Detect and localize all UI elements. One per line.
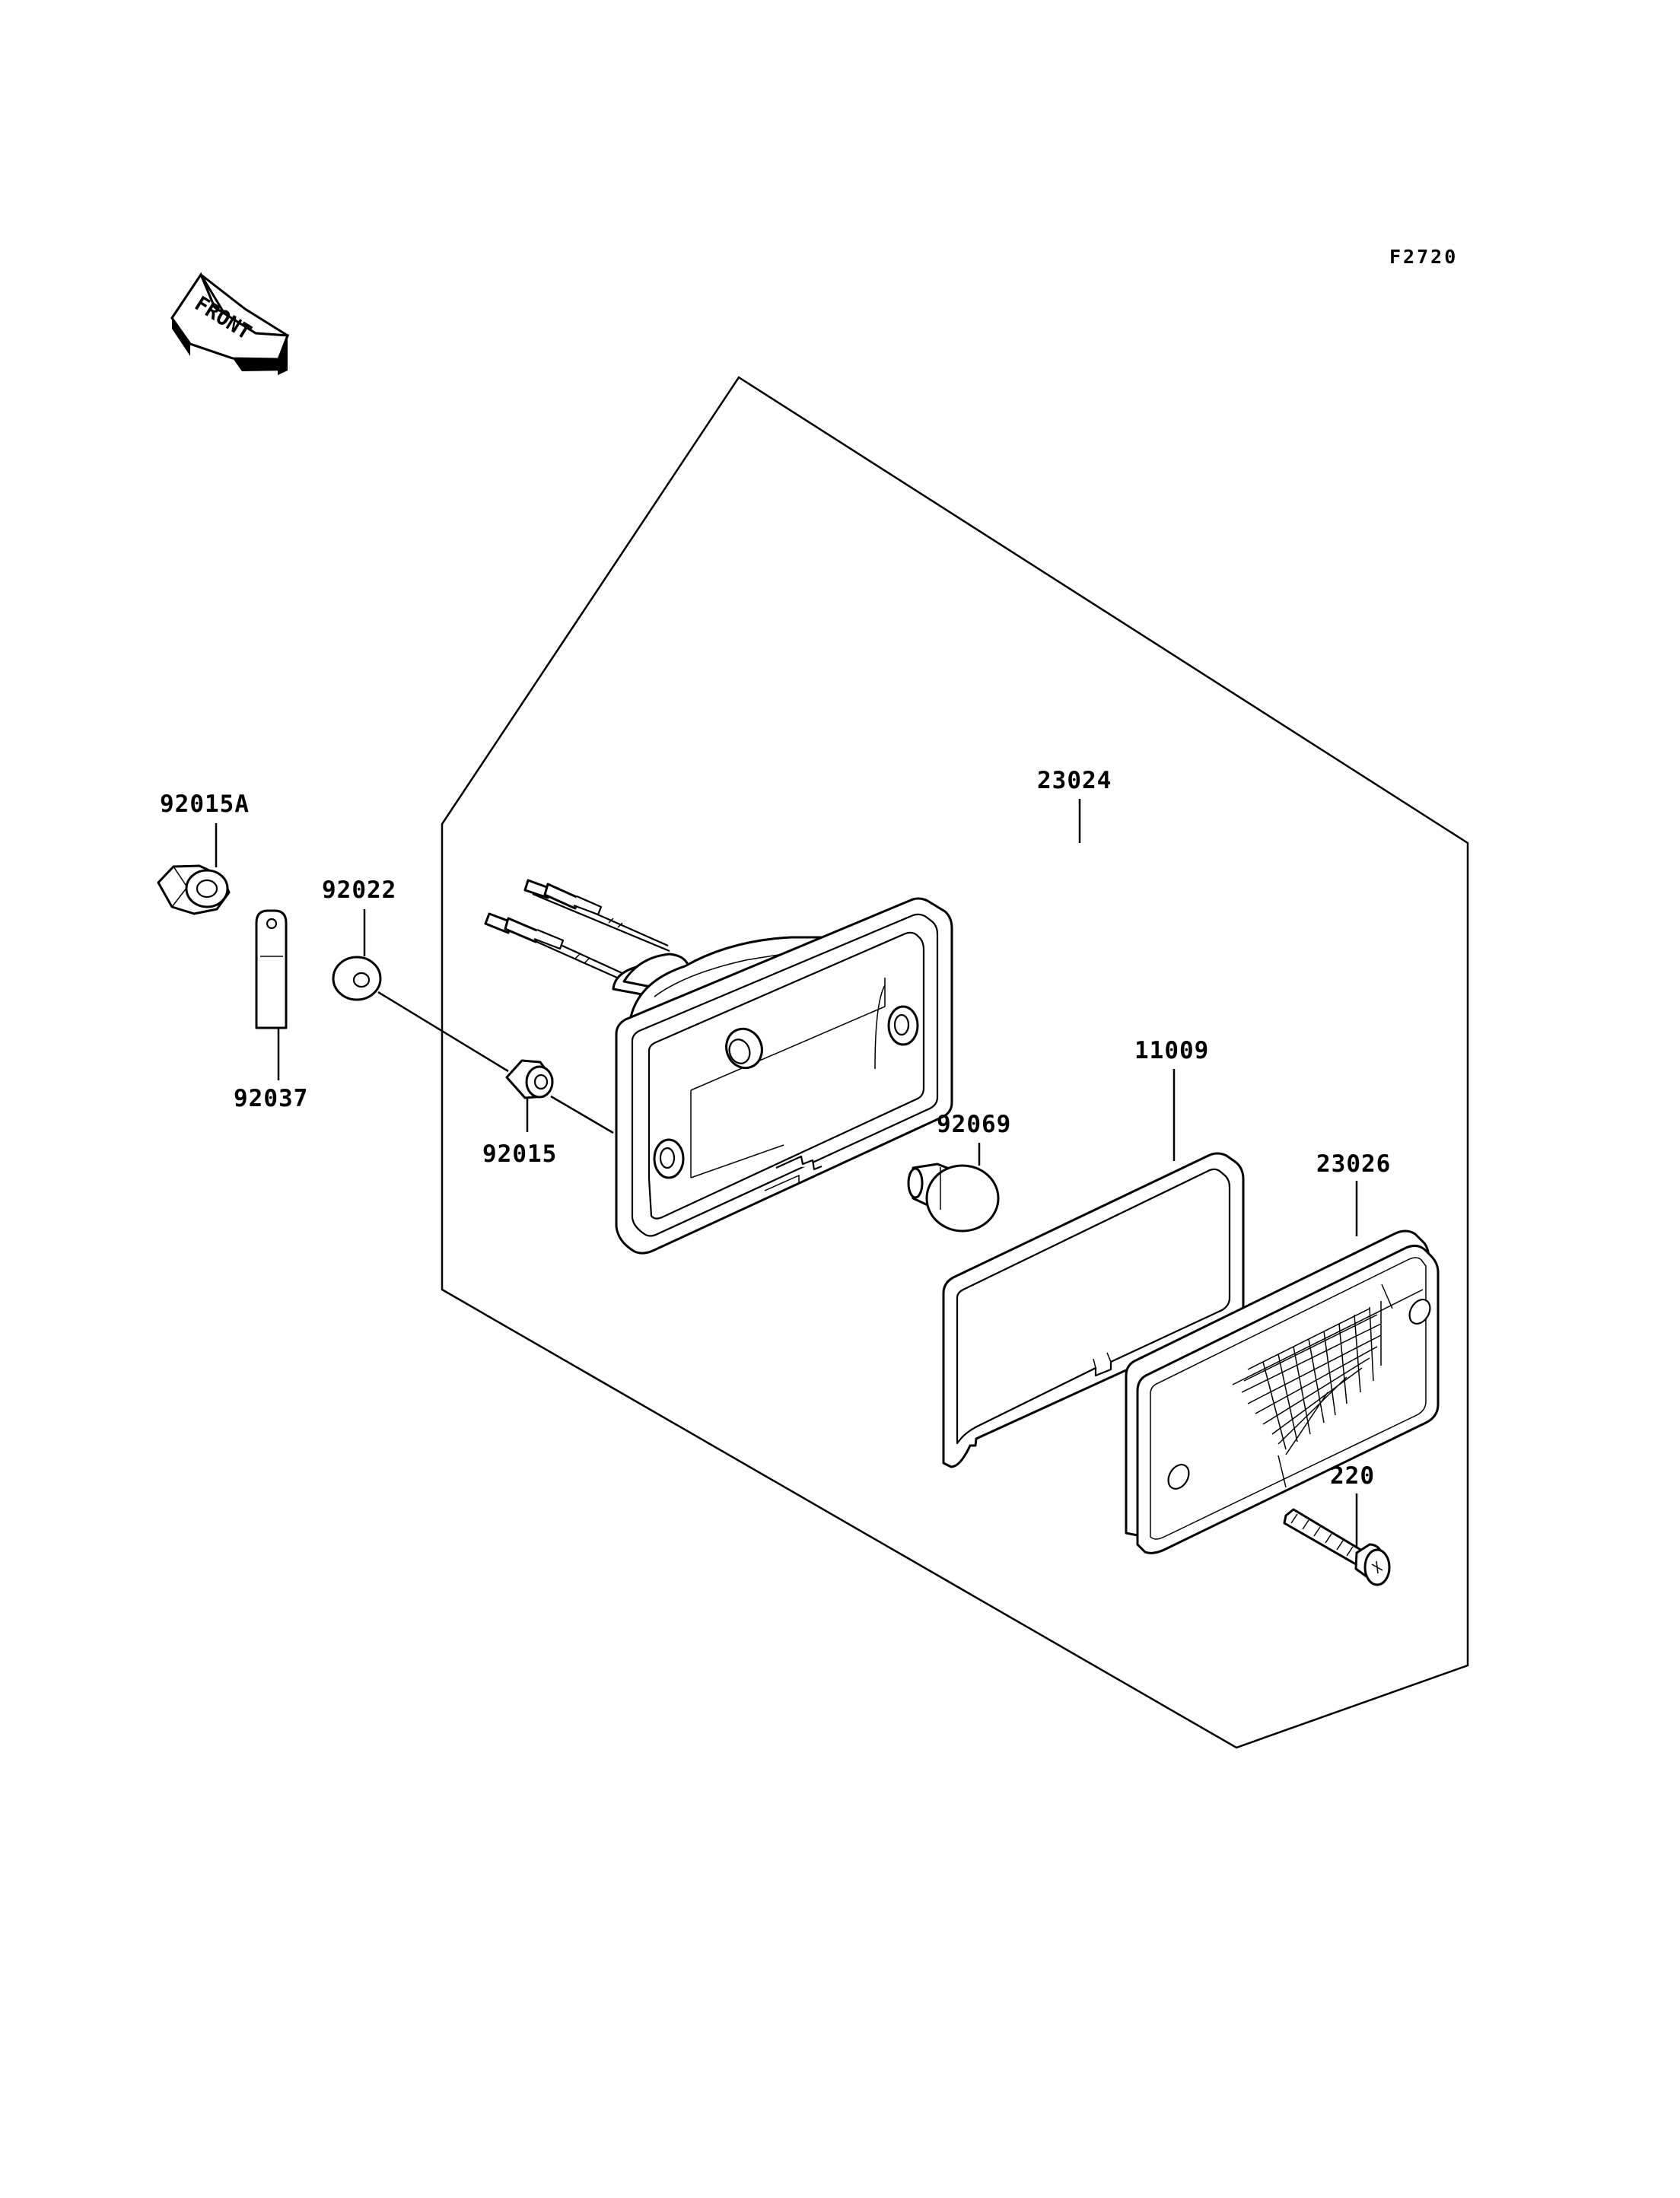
assembly-box-23024 <box>441 376 1469 1749</box>
part-92069-bulb <box>907 1163 1000 1233</box>
label-92015A: 92015A <box>160 790 250 818</box>
label-92022: 92022 <box>322 876 396 904</box>
label-23024: 23024 <box>1037 767 1112 794</box>
part-11009-gasket <box>942 1152 1245 1468</box>
label-23026: 23026 <box>1316 1150 1391 1178</box>
front-arrow-icon: FRONT <box>170 272 290 375</box>
part-92037-bracket <box>255 909 288 1029</box>
lens-crosshatch-pattern <box>1232 1283 1424 1488</box>
lamp-housing <box>484 879 953 1255</box>
figure-code: F2720 <box>1389 246 1458 268</box>
label-11009: 11009 <box>1134 1037 1209 1064</box>
part-220-screw <box>1283 1508 1391 1586</box>
part-23026-lens <box>1125 1229 1440 1554</box>
part-92015A-flange-nut <box>157 864 231 915</box>
label-220: 220 <box>1330 1462 1375 1490</box>
label-92069: 92069 <box>937 1111 1011 1138</box>
part-92022-washer <box>332 956 382 1001</box>
label-92037: 92037 <box>234 1085 308 1112</box>
label-92015: 92015 <box>482 1140 557 1168</box>
part-92015-nut <box>505 1059 554 1099</box>
